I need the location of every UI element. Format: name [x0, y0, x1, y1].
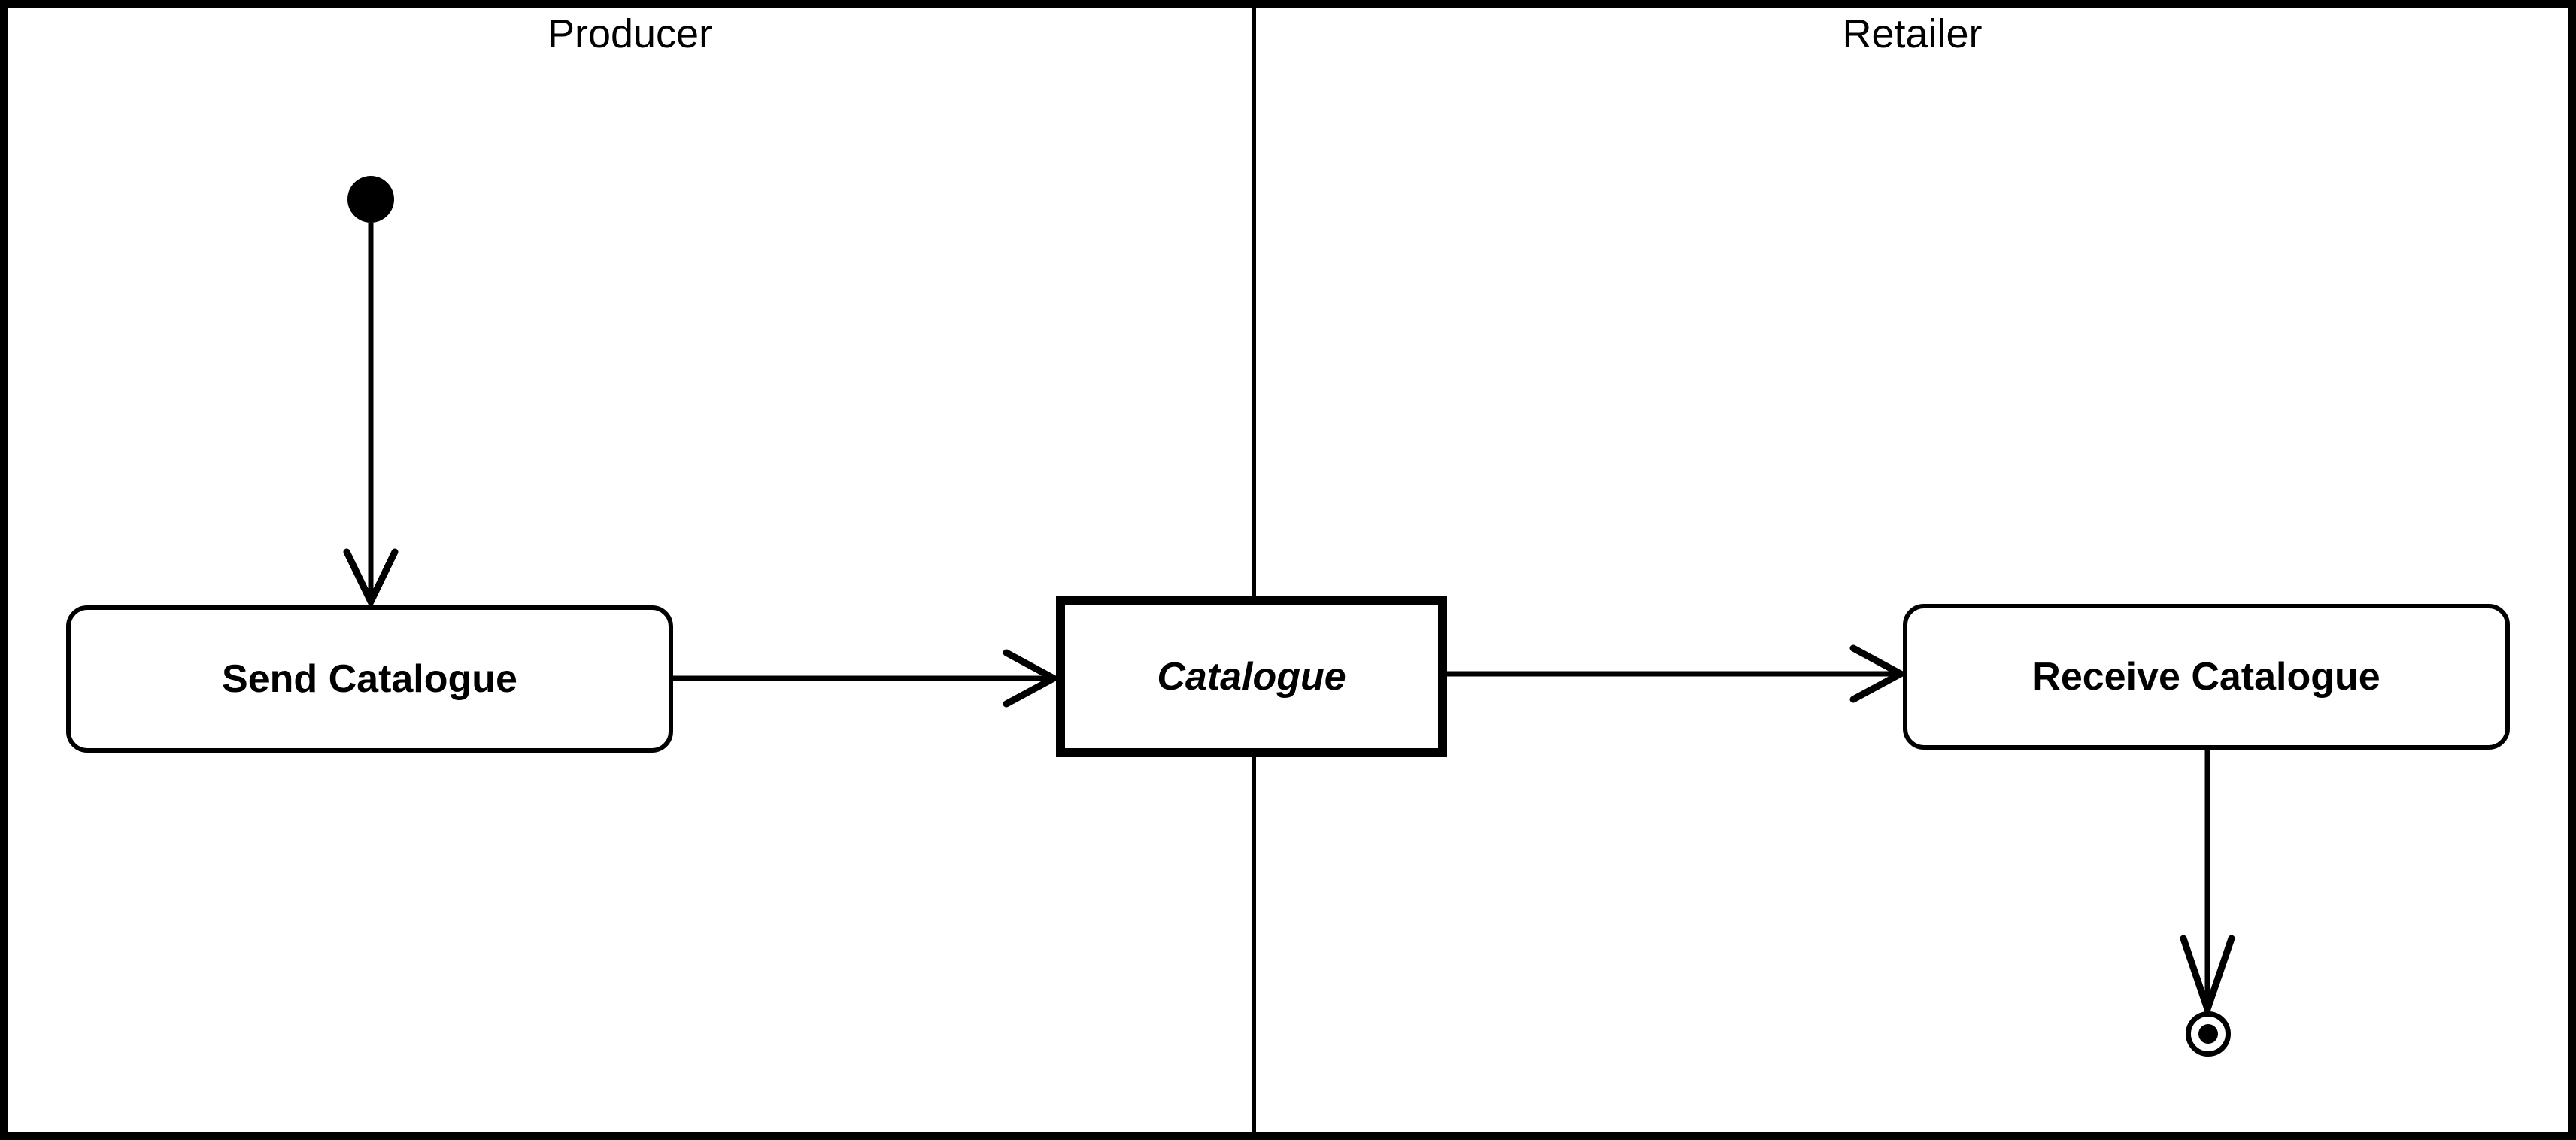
object-node-catalogue[interactable]: Catalogue — [1056, 596, 1447, 757]
initial-node[interactable] — [347, 176, 394, 223]
lane-title-producer: Producer — [547, 11, 713, 56]
activity-send-catalogue-label: Send Catalogue — [222, 657, 517, 701]
object-node-catalogue-label: Catalogue — [1157, 654, 1346, 699]
lane-title-retailer: Retailer — [1842, 11, 1983, 56]
activity-send-catalogue[interactable]: Send Catalogue — [66, 605, 673, 753]
activity-receive-catalogue[interactable]: Receive Catalogue — [1903, 604, 2510, 750]
swimlane-divider — [1252, 8, 1256, 1132]
activity-final-node[interactable] — [2186, 1011, 2231, 1057]
activity-final-node-core — [2198, 1024, 2218, 1044]
activity-receive-catalogue-label: Receive Catalogue — [2032, 655, 2380, 699]
